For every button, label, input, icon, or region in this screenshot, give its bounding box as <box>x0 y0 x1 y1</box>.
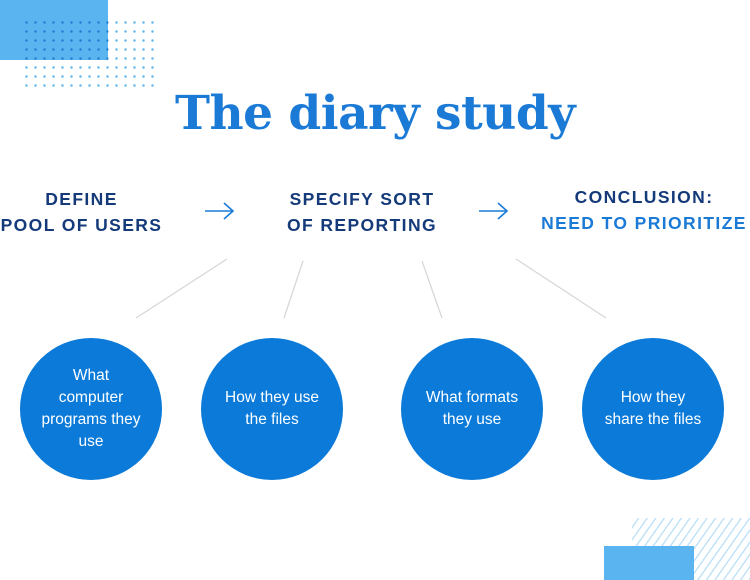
step-line: DEFINE <box>45 189 118 209</box>
connector-line <box>515 258 607 319</box>
connector-line <box>283 260 304 319</box>
circle-share-files: How they share the files <box>582 338 724 480</box>
circle-label: What formats they use <box>425 389 519 428</box>
connector-line <box>421 260 443 319</box>
circle-label: How they share the files <box>604 389 702 428</box>
circle-computer-programs: What computer programs they use <box>20 338 162 480</box>
step-define-pool: DEFINE POOL OF USERS <box>0 186 169 238</box>
circle-formats: What formats they use <box>401 338 543 480</box>
step-line: CONCLUSION: <box>574 187 714 207</box>
circle-label: How they use the files <box>225 389 319 428</box>
step-line: POOL OF USERS <box>0 215 163 235</box>
step-conclusion: CONCLUSION: NEED TO PRIORITIZE <box>536 184 750 236</box>
step-specify-reporting: SPECIFY SORT OF REPORTING <box>272 186 452 238</box>
page-title: The diary study <box>174 86 576 141</box>
connector-line <box>135 258 228 319</box>
circle-use-files: How they use the files <box>201 338 343 480</box>
step-line-accent: NEED TO PRIORITIZE <box>541 213 747 233</box>
arrow-right-icon <box>205 202 235 220</box>
decorative-square-bottom-right <box>604 546 694 580</box>
step-line: OF REPORTING <box>287 215 437 235</box>
step-line: SPECIFY SORT <box>289 189 435 209</box>
arrow-right-icon <box>479 202 509 220</box>
decorative-dot-pattern-overlay <box>22 18 108 60</box>
circle-label: What computer programs they use <box>41 367 141 450</box>
